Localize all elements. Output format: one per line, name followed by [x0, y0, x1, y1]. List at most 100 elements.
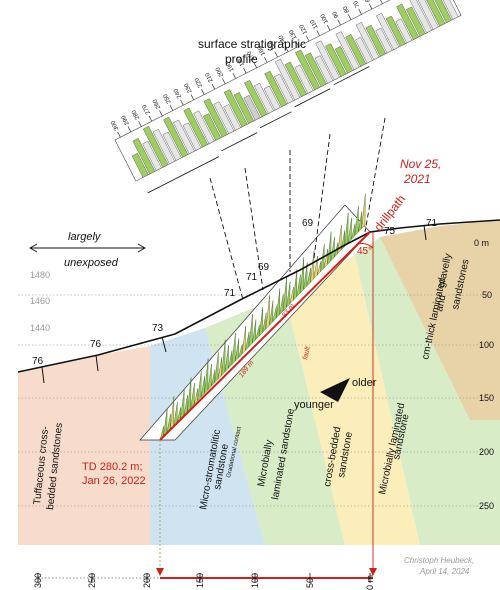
profile-layer	[223, 89, 248, 128]
core-spike	[275, 288, 281, 319]
core-spike	[354, 205, 359, 237]
profile-scale-label: 280	[131, 108, 141, 120]
core-spike	[299, 257, 304, 294]
credit-line1: Christoph Heubeck,	[404, 556, 474, 565]
profile-layer	[274, 73, 294, 104]
bottom-scale-label: 100	[250, 573, 260, 588]
elev-1460: 1460	[30, 296, 50, 306]
profile-layer	[162, 131, 182, 161]
profile-scale-tick	[159, 110, 163, 117]
profile-scale-tick	[138, 121, 142, 127]
younger-label: younger	[294, 399, 334, 411]
profile-layer	[193, 110, 215, 145]
unit-crossbedded	[285, 255, 420, 545]
profile-layers	[131, 0, 459, 178]
profile-layer	[426, 0, 446, 27]
profile-layer	[263, 85, 281, 111]
profile-interval-arrows	[147, 66, 370, 194]
unit-gravelly	[380, 220, 500, 420]
profile-layer	[173, 119, 195, 155]
core-spike	[310, 250, 315, 283]
profile-scale-label: 210	[204, 71, 214, 83]
profile-layer	[395, 18, 413, 44]
dip-label-7: 76	[32, 356, 44, 367]
core-spike	[227, 350, 233, 369]
core-spike	[306, 268, 311, 287]
profile-scale-label: 270	[142, 103, 152, 115]
core-spike	[200, 376, 205, 398]
profile-layer	[143, 125, 169, 168]
profile-scale-tick	[326, 24, 331, 31]
core-spike	[361, 193, 366, 230]
profile-scale-tick	[316, 30, 320, 36]
core-spike	[272, 305, 277, 323]
core-spike	[248, 314, 253, 348]
bottom-scale-label: 250	[87, 573, 97, 588]
profile-layer	[243, 94, 261, 121]
profile-scale-tick	[274, 51, 278, 58]
core-spike	[262, 312, 267, 334]
profile-layer	[253, 82, 274, 114]
profile-layer	[304, 52, 327, 87]
core-spike	[234, 338, 240, 362]
profile-scale-tick	[347, 14, 352, 20]
profile-scale-label: 260	[152, 97, 162, 109]
core-spike	[204, 358, 209, 394]
core-spike	[224, 345, 229, 373]
depth-100: 100	[479, 340, 494, 350]
profile-layer	[213, 101, 235, 134]
older-label: older	[352, 377, 377, 389]
core-spike	[251, 319, 257, 344]
profile-scale-tick	[253, 62, 257, 68]
profile-scale-tick	[243, 67, 247, 74]
profile-scale-tick	[368, 3, 373, 10]
core-spike	[241, 326, 246, 355]
core-spike	[214, 351, 219, 384]
core-spike	[323, 249, 328, 269]
profile-scale-label: 240	[173, 87, 183, 99]
profile-scale-label: 230	[183, 81, 193, 93]
core-spike	[190, 382, 195, 409]
core-spike	[255, 324, 260, 341]
core-spike	[221, 339, 226, 377]
core-spike	[337, 224, 342, 255]
profile-layer	[335, 31, 360, 71]
bottom-scale-label: 200	[142, 573, 152, 588]
bottom-scale-label: 50	[305, 578, 315, 588]
arrow-head-right	[369, 568, 377, 576]
fault-label: fault	[302, 345, 312, 360]
dip-label-8: 75	[384, 226, 396, 237]
profile-scale-tick	[222, 78, 226, 85]
dip-ticks	[41, 224, 427, 384]
profile-layer	[203, 113, 222, 141]
profile-scale-tick	[127, 126, 132, 133]
core-spike	[289, 286, 294, 305]
profile-scale-tick	[190, 94, 195, 101]
depth-250: 250	[479, 501, 494, 511]
profile-scale-label: 60	[363, 0, 372, 3]
profile-scale-label: 190	[225, 60, 235, 72]
core-spike	[316, 261, 322, 276]
profile-layer	[365, 24, 386, 57]
profile-scale-tick	[264, 56, 268, 63]
profile-scale-tick	[169, 105, 174, 111]
core-spike	[303, 262, 308, 291]
profile-scale-label: 120	[299, 23, 309, 35]
profile-layer	[314, 55, 334, 84]
date-top-line1: Nov 25,	[400, 157, 441, 171]
direction-arrow	[320, 378, 350, 402]
profile-scale-label: 250	[163, 92, 173, 104]
profile-scale-tick	[180, 99, 184, 106]
core-spike	[217, 357, 222, 380]
depth-200: 200	[479, 447, 494, 457]
profile-scale-label: 170	[246, 49, 256, 61]
arrow-head-left	[156, 568, 164, 576]
td-line1: TD 280.2 m;	[82, 461, 143, 473]
profile-title-line1: surface stratigraphic	[198, 37, 306, 51]
profile-layer	[334, 46, 354, 74]
core-spike	[193, 388, 199, 405]
